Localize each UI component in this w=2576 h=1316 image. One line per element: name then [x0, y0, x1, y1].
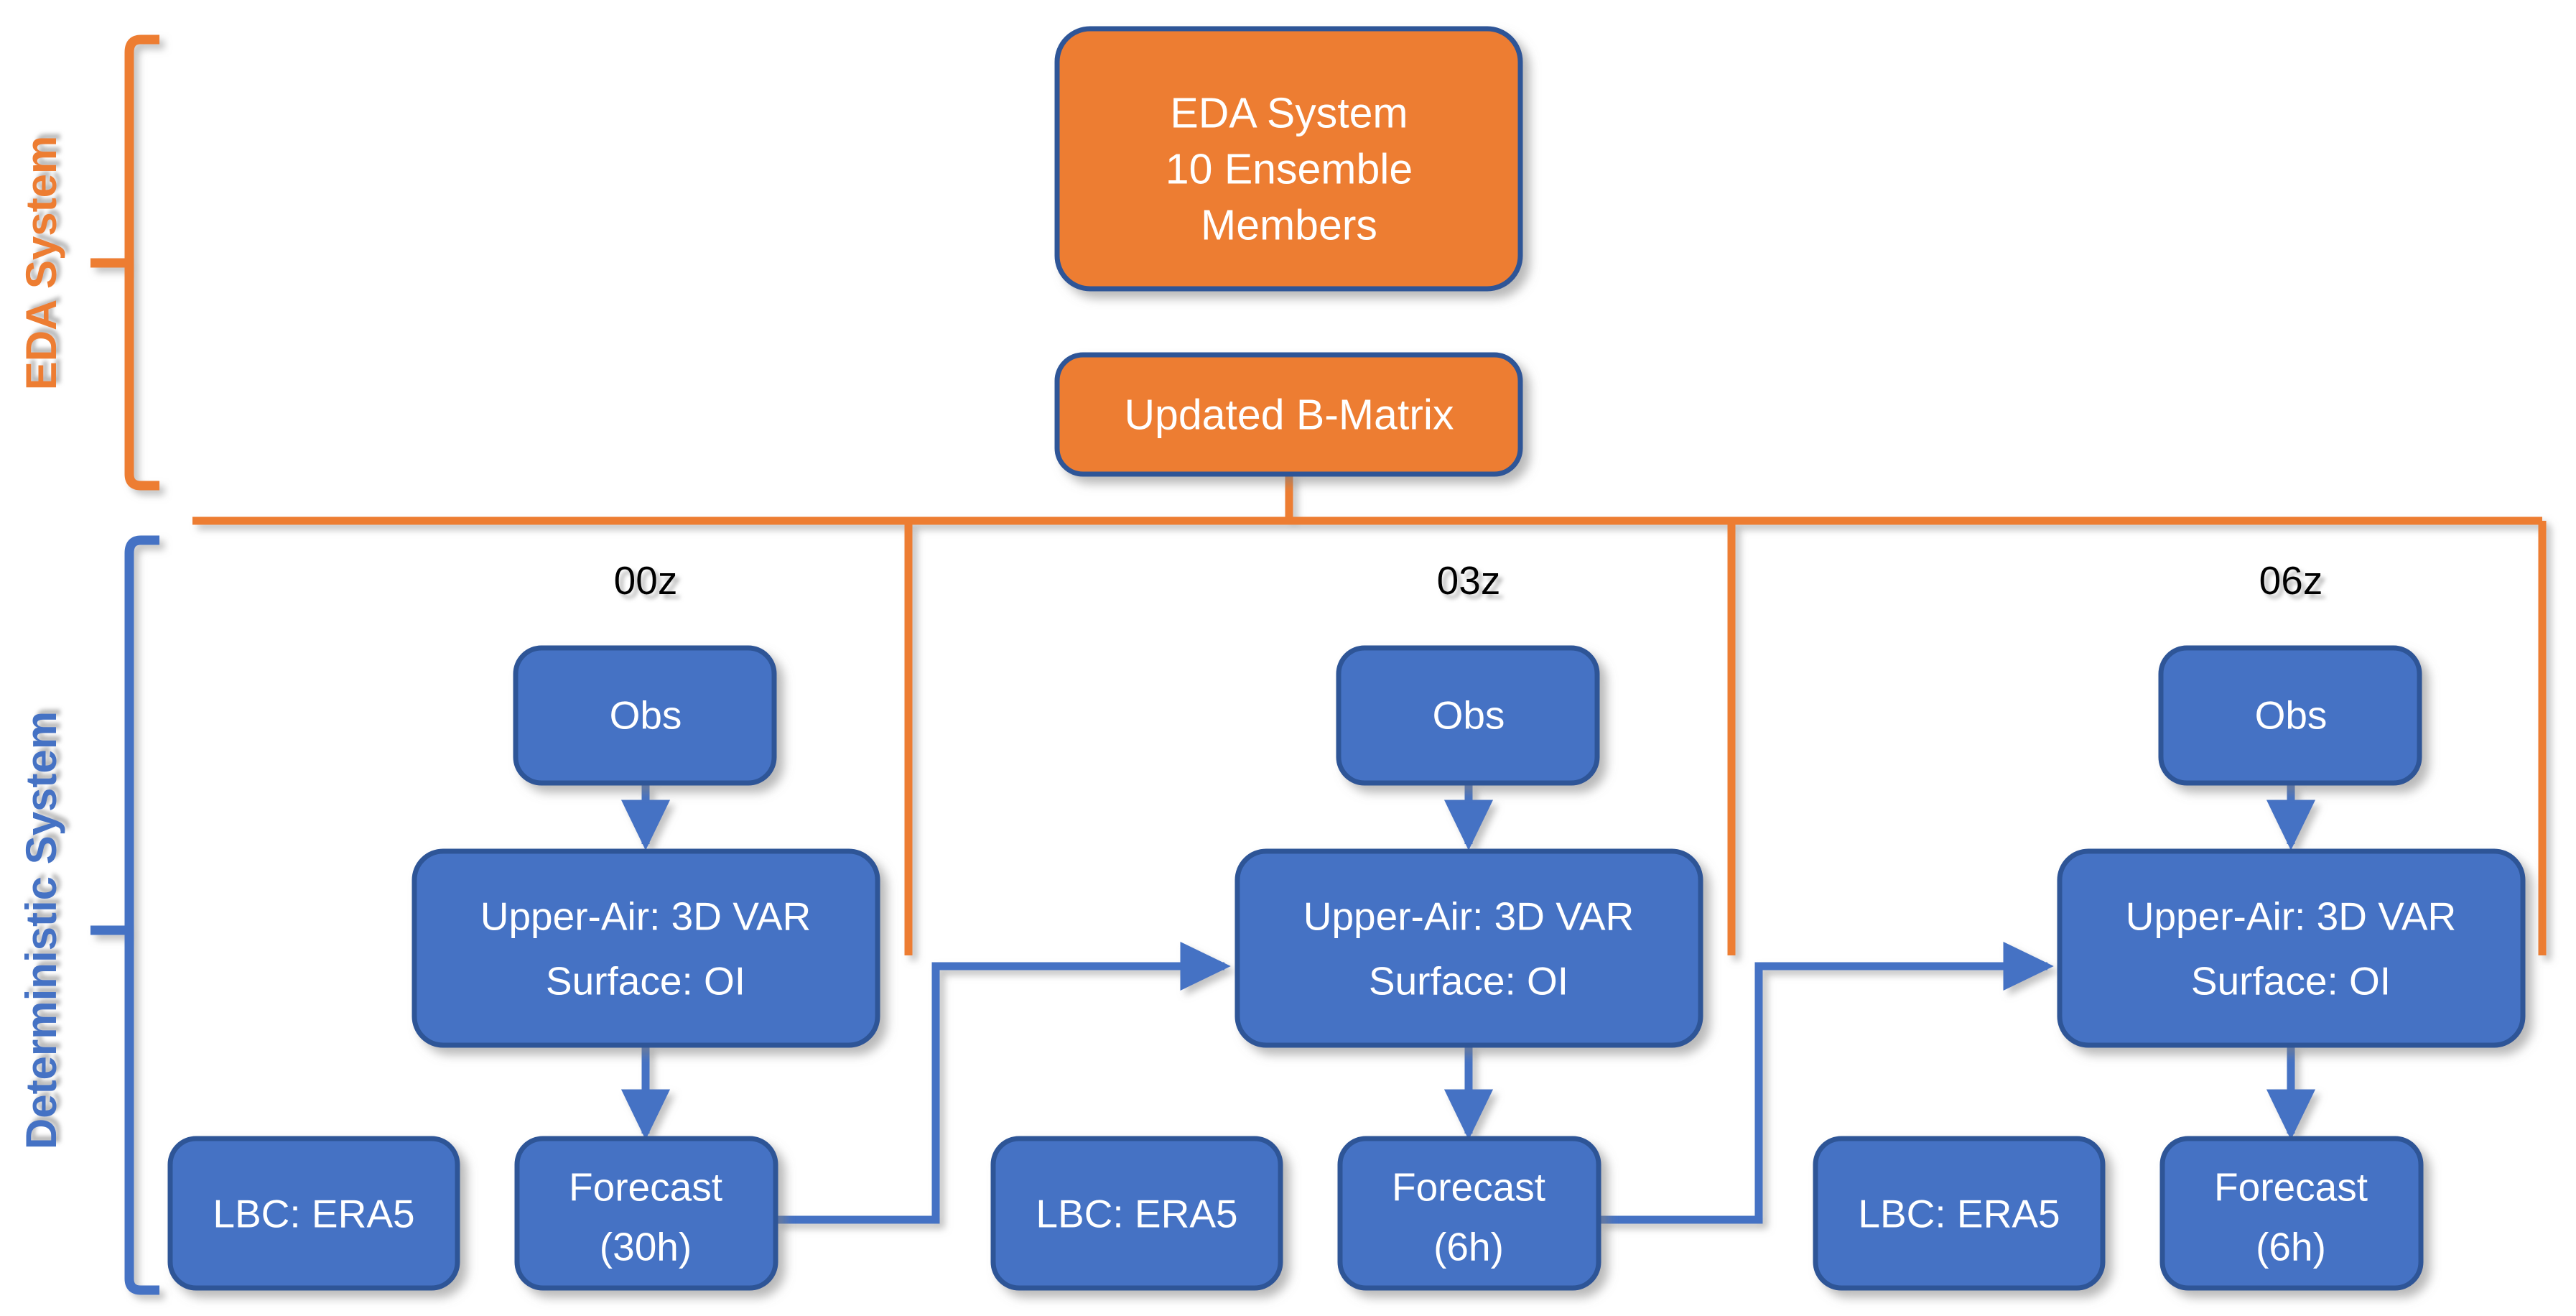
obs-to-analysis-arrows: [620, 785, 2316, 851]
node-lbc-03z[interactable]: [990, 1136, 1283, 1291]
analysis-upper-air-00z: Upper-Air: 3D VAR: [480, 894, 812, 939]
forecast-hours-00z: (30h): [600, 1225, 692, 1269]
node-forecast-00z[interactable]: [514, 1136, 778, 1291]
eda-group-bracket: [90, 34, 159, 491]
cycle-label-06z: 06z: [2259, 558, 2323, 603]
forecast-label-03z: Forecast: [1392, 1165, 1545, 1210]
cycle-label-00z: 00z: [614, 558, 678, 603]
lbc-label-00z: LBC: ERA5: [213, 1192, 414, 1236]
deterministic-group-bracket: [90, 535, 159, 1295]
forecast-cycle-link-03z-06z: [1599, 941, 2054, 1224]
forecast-hours-03z: (6h): [1433, 1225, 1504, 1269]
node-obs-03z[interactable]: [1336, 645, 1600, 786]
node-updated-b-matrix[interactable]: [1054, 352, 1523, 477]
bmatrix-distribution-bus: [192, 474, 2547, 955]
node-obs-00z[interactable]: [513, 645, 777, 786]
obs-label-06z: Obs: [2255, 693, 2328, 738]
node-obs-06z[interactable]: [2158, 645, 2422, 786]
forecast-label-06z: Forecast: [2214, 1165, 2368, 1210]
analysis-upper-air-03z: Upper-Air: 3D VAR: [1303, 894, 1635, 939]
analysis-upper-air-06z: Upper-Air: 3D VAR: [2126, 894, 2457, 939]
forecast-hours-06z: (6h): [2256, 1225, 2326, 1269]
node-analysis-06z[interactable]: [2057, 848, 2526, 1048]
eda-system-line-3: Members: [1201, 202, 1377, 249]
lbc-label-06z: LBC: ERA5: [1858, 1192, 2060, 1236]
analysis-surface-06z: Surface: OI: [2191, 959, 2391, 1004]
node-forecast-06z[interactable]: [2159, 1136, 2424, 1291]
node-lbc-00z[interactable]: [167, 1136, 460, 1291]
lbc-label-03z: LBC: ERA5: [1036, 1192, 1237, 1236]
node-lbc-06z[interactable]: [1813, 1136, 2106, 1291]
group-label-deterministic-system: Deterministic System: [17, 711, 65, 1149]
obs-label-00z: Obs: [610, 693, 682, 738]
analysis-to-forecast-arrows: [620, 1045, 2316, 1140]
obs-label-03z: Obs: [1433, 693, 1505, 738]
eda-system-line-1: EDA System: [1170, 90, 1408, 137]
analysis-surface-00z: Surface: OI: [546, 959, 745, 1004]
eda-system-line-2: 10 Ensemble: [1166, 146, 1413, 193]
node-analysis-03z[interactable]: [1234, 848, 1703, 1048]
analysis-surface-03z: Surface: OI: [1369, 959, 1568, 1004]
node-forecast-03z[interactable]: [1337, 1136, 1601, 1291]
group-label-eda-system: EDA System: [17, 136, 65, 391]
node-eda-system[interactable]: [1054, 26, 1523, 292]
forecast-label-00z: Forecast: [569, 1165, 722, 1210]
forecast-cycle-link-00z-03z: [776, 941, 1231, 1224]
node-analysis-00z[interactable]: [411, 848, 880, 1048]
cycle-label-03z: 03z: [1437, 558, 1501, 603]
updated-b-matrix-label: Updated B-Matrix: [1124, 391, 1454, 439]
